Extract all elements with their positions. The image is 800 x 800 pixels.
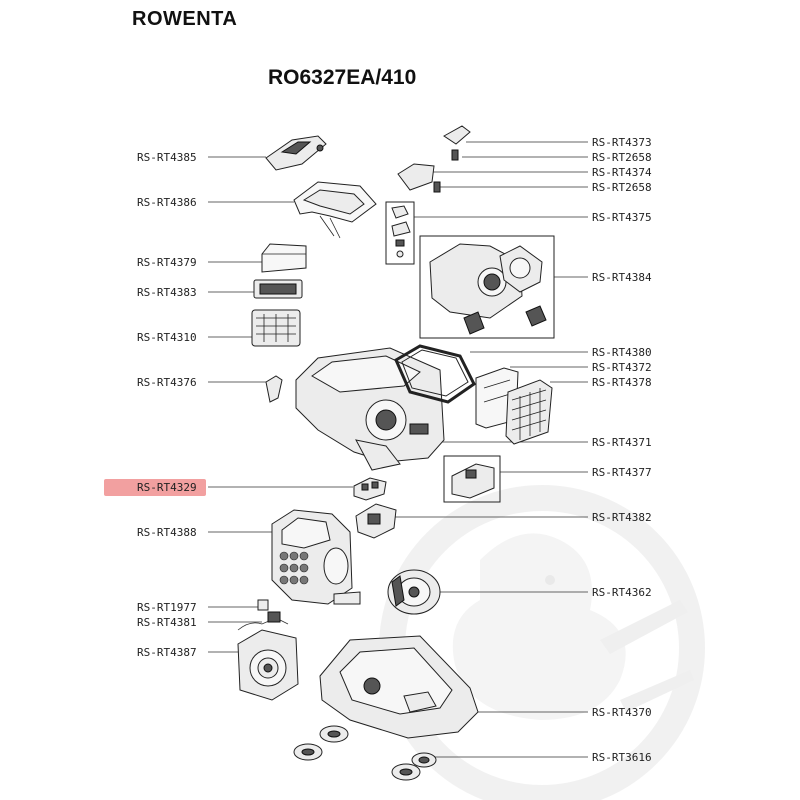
left-labels: RS-RT4385 RS-RT4386 RS-RT4379 RS-RT4383 … (137, 151, 197, 659)
label-rt4380[interactable]: RS-RT4380 (592, 346, 652, 359)
left-leader-lines (208, 156, 353, 653)
brand-logo: ROWENTA (132, 8, 238, 30)
wheel-2 (293, 743, 323, 761)
part-rt4383-filter-frame[interactable] (253, 279, 303, 299)
part-rt4371-main-body[interactable] (295, 347, 445, 471)
part-rt4378-grille[interactable] (505, 379, 553, 445)
label-rt4310[interactable]: RS-RT4310 (137, 331, 197, 344)
part-rt4379-filter-foam[interactable] (261, 243, 307, 273)
part-rt4310-hepa-filter[interactable] (251, 309, 301, 347)
part-rt4385-top-cover[interactable] (265, 135, 327, 171)
part-rt2658-spring-a[interactable] (451, 149, 459, 161)
right-labels: RS-RT4373 RS-RT2658 RS-RT4374 RS-RT2658 … (592, 136, 652, 764)
part-rt4373-button[interactable] (443, 125, 471, 145)
part-rt4374-slider[interactable] (397, 163, 435, 191)
part-rt2658-spring-b[interactable] (433, 181, 441, 193)
label-rt4374[interactable]: RS-RT4374 (592, 166, 652, 179)
label-rt4362[interactable]: RS-RT4362 (592, 586, 652, 599)
label-rt4372[interactable]: RS-RT4372 (592, 361, 652, 374)
label-rt2658-b[interactable]: RS-RT2658 (592, 181, 652, 194)
highlight-band (104, 479, 206, 496)
part-rt4387-cord-reel[interactable] (237, 629, 299, 701)
label-rt4377[interactable]: RS-RT4377 (592, 466, 652, 479)
part-rt4381-cable[interactable] (237, 611, 289, 631)
label-rt1977[interactable]: RS-RT1977 (137, 601, 197, 614)
part-rt4382-motor-bracket[interactable] (355, 503, 397, 539)
part-rt4370-base[interactable] (319, 635, 479, 739)
label-rt4385[interactable]: RS-RT4385 (137, 151, 197, 164)
model-number: RO6327EA/410 (268, 66, 417, 89)
label-rt4384[interactable]: RS-RT4384 (592, 271, 652, 284)
label-rt4381[interactable]: RS-RT4381 (137, 616, 197, 629)
label-rt2658-a[interactable]: RS-RT2658 (592, 151, 652, 164)
label-rt3616[interactable]: RS-RT3616 (592, 751, 652, 764)
part-rt3616-wheels[interactable] (293, 725, 437, 781)
label-rt4370[interactable]: RS-RT4370 (592, 706, 652, 719)
part-rt4386-handle-frame[interactable] (293, 181, 377, 239)
part-rt4362-motor[interactable] (387, 569, 441, 615)
label-rt4373[interactable]: RS-RT4373 (592, 136, 652, 149)
label-rt4375[interactable]: RS-RT4375 (592, 211, 652, 224)
label-rt4383[interactable]: RS-RT4383 (137, 286, 197, 299)
label-rt4386[interactable]: RS-RT4386 (137, 196, 197, 209)
label-rt4376[interactable]: RS-RT4376 (137, 376, 197, 389)
part-rt4377-cord-cover[interactable] (443, 455, 501, 503)
part-rt1977-clip[interactable] (257, 599, 269, 611)
right-leader-lines (394, 141, 588, 758)
label-rt4329[interactable]: RS-RT4329 (137, 481, 197, 494)
label-rt4387[interactable]: RS-RT4387 (137, 646, 197, 659)
label-rt4378[interactable]: RS-RT4378 (592, 376, 652, 389)
part-rt4384-top-unit[interactable] (419, 235, 555, 339)
label-rt4382[interactable]: RS-RT4382 (592, 511, 652, 524)
part-rt4380-gasket[interactable] (394, 344, 476, 404)
wheel-4 (411, 752, 437, 768)
label-rt4379[interactable]: RS-RT4379 (137, 256, 197, 269)
wheel-3 (391, 763, 421, 781)
wheel-1 (319, 725, 349, 743)
label-rt4371[interactable]: RS-RT4371 (592, 436, 652, 449)
part-rt4329-switch[interactable] (353, 477, 387, 501)
part-rt4375-latch-kit[interactable] (385, 201, 415, 265)
part-rt4388-motor-housing[interactable] (271, 509, 361, 605)
label-rt4388[interactable]: RS-RT4388 (137, 526, 197, 539)
part-rt4376-bracket[interactable] (265, 375, 283, 403)
